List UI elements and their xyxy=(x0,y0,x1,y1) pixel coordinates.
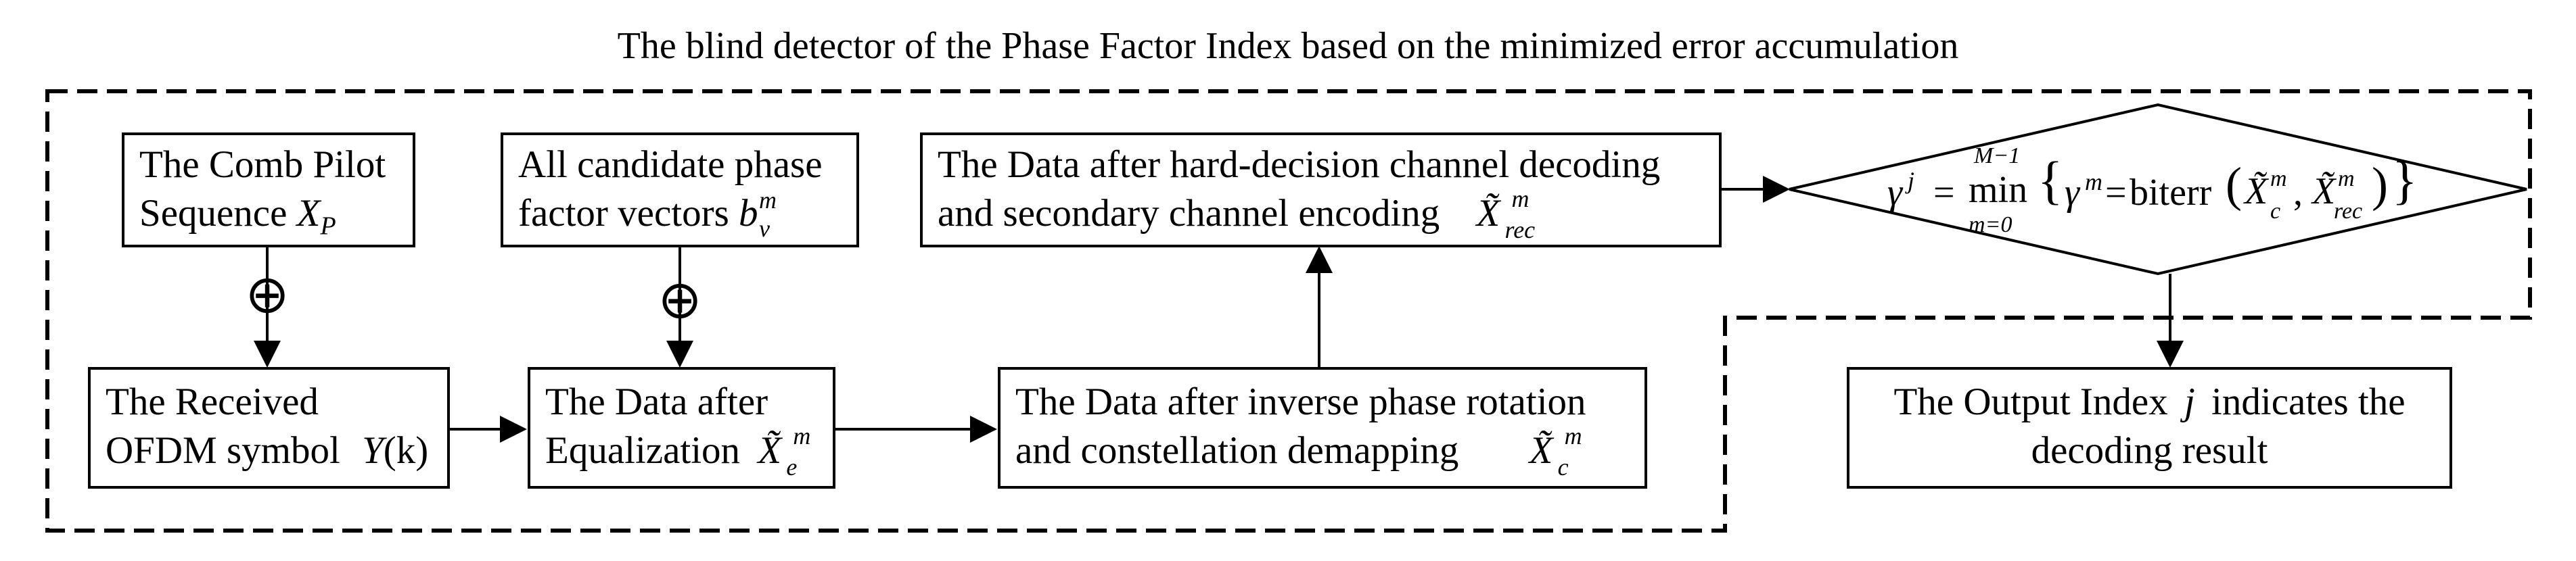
reencoded-line2: and secondary channel encoding xyxy=(938,192,1440,235)
received-line2: OFDM symbol xyxy=(106,429,340,472)
equalized-line2: Equalization xyxy=(545,429,741,472)
comb-pilot-box: The Comb Pilot Sequence XP xyxy=(122,132,415,247)
received-line1: The Received xyxy=(106,381,319,423)
xor-symbol-pilot: ⊕ xyxy=(245,264,289,325)
comb-pilot-symbol: XP xyxy=(296,192,336,241)
output-line1: The Output Index xyxy=(1893,381,2168,423)
formula-equals: = xyxy=(1933,172,1955,214)
decision-diamond xyxy=(1789,103,2527,276)
formula-lower-limit: m=0 xyxy=(1969,212,2013,237)
formula-eq2: = xyxy=(2105,172,2127,214)
xor-symbol-candidate: ⊕ xyxy=(658,270,702,331)
dashed-boundary xyxy=(45,89,2532,533)
candidate-line2: factor vectors xyxy=(518,192,729,235)
demapped-line1: The Data after inverse phase rotation xyxy=(1015,381,1586,423)
candidate-line1: All candidate phase xyxy=(518,143,823,186)
diagram-title: The blind detector of the Phase Factor I… xyxy=(617,25,1959,67)
formula-upper-limit: M−1 xyxy=(1974,143,2021,168)
formula-min: min xyxy=(1969,169,2028,211)
candidate-symbol: b m v xyxy=(739,187,777,242)
output-index-symbol: j xyxy=(2184,381,2195,423)
formula-arg1-sub: c xyxy=(2270,199,2281,224)
reencoded-line1: The Data after hard-decision channel dec… xyxy=(938,143,1661,186)
decision-formula: γ j = M−1 min m=0 { γ m = biterr ( X̃ m … xyxy=(1887,139,2429,240)
output-line2: decoding result xyxy=(2031,429,2268,472)
equalized-line1: The Data after xyxy=(545,381,768,423)
equalized-symbol: X̃ m e xyxy=(758,422,811,481)
output-line1-end: indicates the xyxy=(2211,381,2406,423)
formula-arg2: X̃ xyxy=(2312,170,2336,212)
formula-arg2-sup: m xyxy=(2338,166,2355,191)
received-symbol: Y(k) xyxy=(362,429,429,472)
demapped-symbol: X̃ m c xyxy=(1529,422,1582,481)
demapped-data-box: The Data after inverse phase rotation an… xyxy=(998,367,1647,489)
formula-func: biterr xyxy=(2130,172,2212,214)
formula-gamma-sup: m xyxy=(2085,168,2102,195)
formula-lhs-sup: j xyxy=(1908,167,1915,194)
comb-pilot-line1: The Comb Pilot xyxy=(139,143,386,186)
formula-arg1: X̃ xyxy=(2245,170,2268,212)
formula-arg1-sup: m xyxy=(2270,166,2287,191)
formula-right-paren: ) xyxy=(2372,157,2388,212)
reencoded-data-box: The Data after hard-decision channel dec… xyxy=(920,132,1722,247)
formula-left-paren: ( xyxy=(2226,157,2242,212)
reencoded-symbol: X̃ m rec xyxy=(1476,185,1536,243)
formula-comma: , xyxy=(2293,172,2303,214)
formula-left-brace: { xyxy=(2038,151,2063,210)
demapped-line2: and constellation demapping xyxy=(1015,429,1459,472)
received-symbol-box: The Received OFDM symbol Y(k) xyxy=(88,367,450,489)
formula-gamma: γ xyxy=(2065,172,2080,214)
comb-pilot-line2: Sequence xyxy=(139,192,288,235)
candidate-phase-box: All candidate phase factor vectors b m v xyxy=(501,132,859,247)
formula-lhs: γ xyxy=(1887,172,1903,214)
equalized-data-box: The Data after Equalization X̃ m e xyxy=(528,367,835,489)
output-index-box: The Output Index j indicates the decodin… xyxy=(1847,367,2452,489)
formula-arg2-sub: rec xyxy=(2334,199,2363,224)
formula-right-brace: } xyxy=(2392,151,2418,210)
